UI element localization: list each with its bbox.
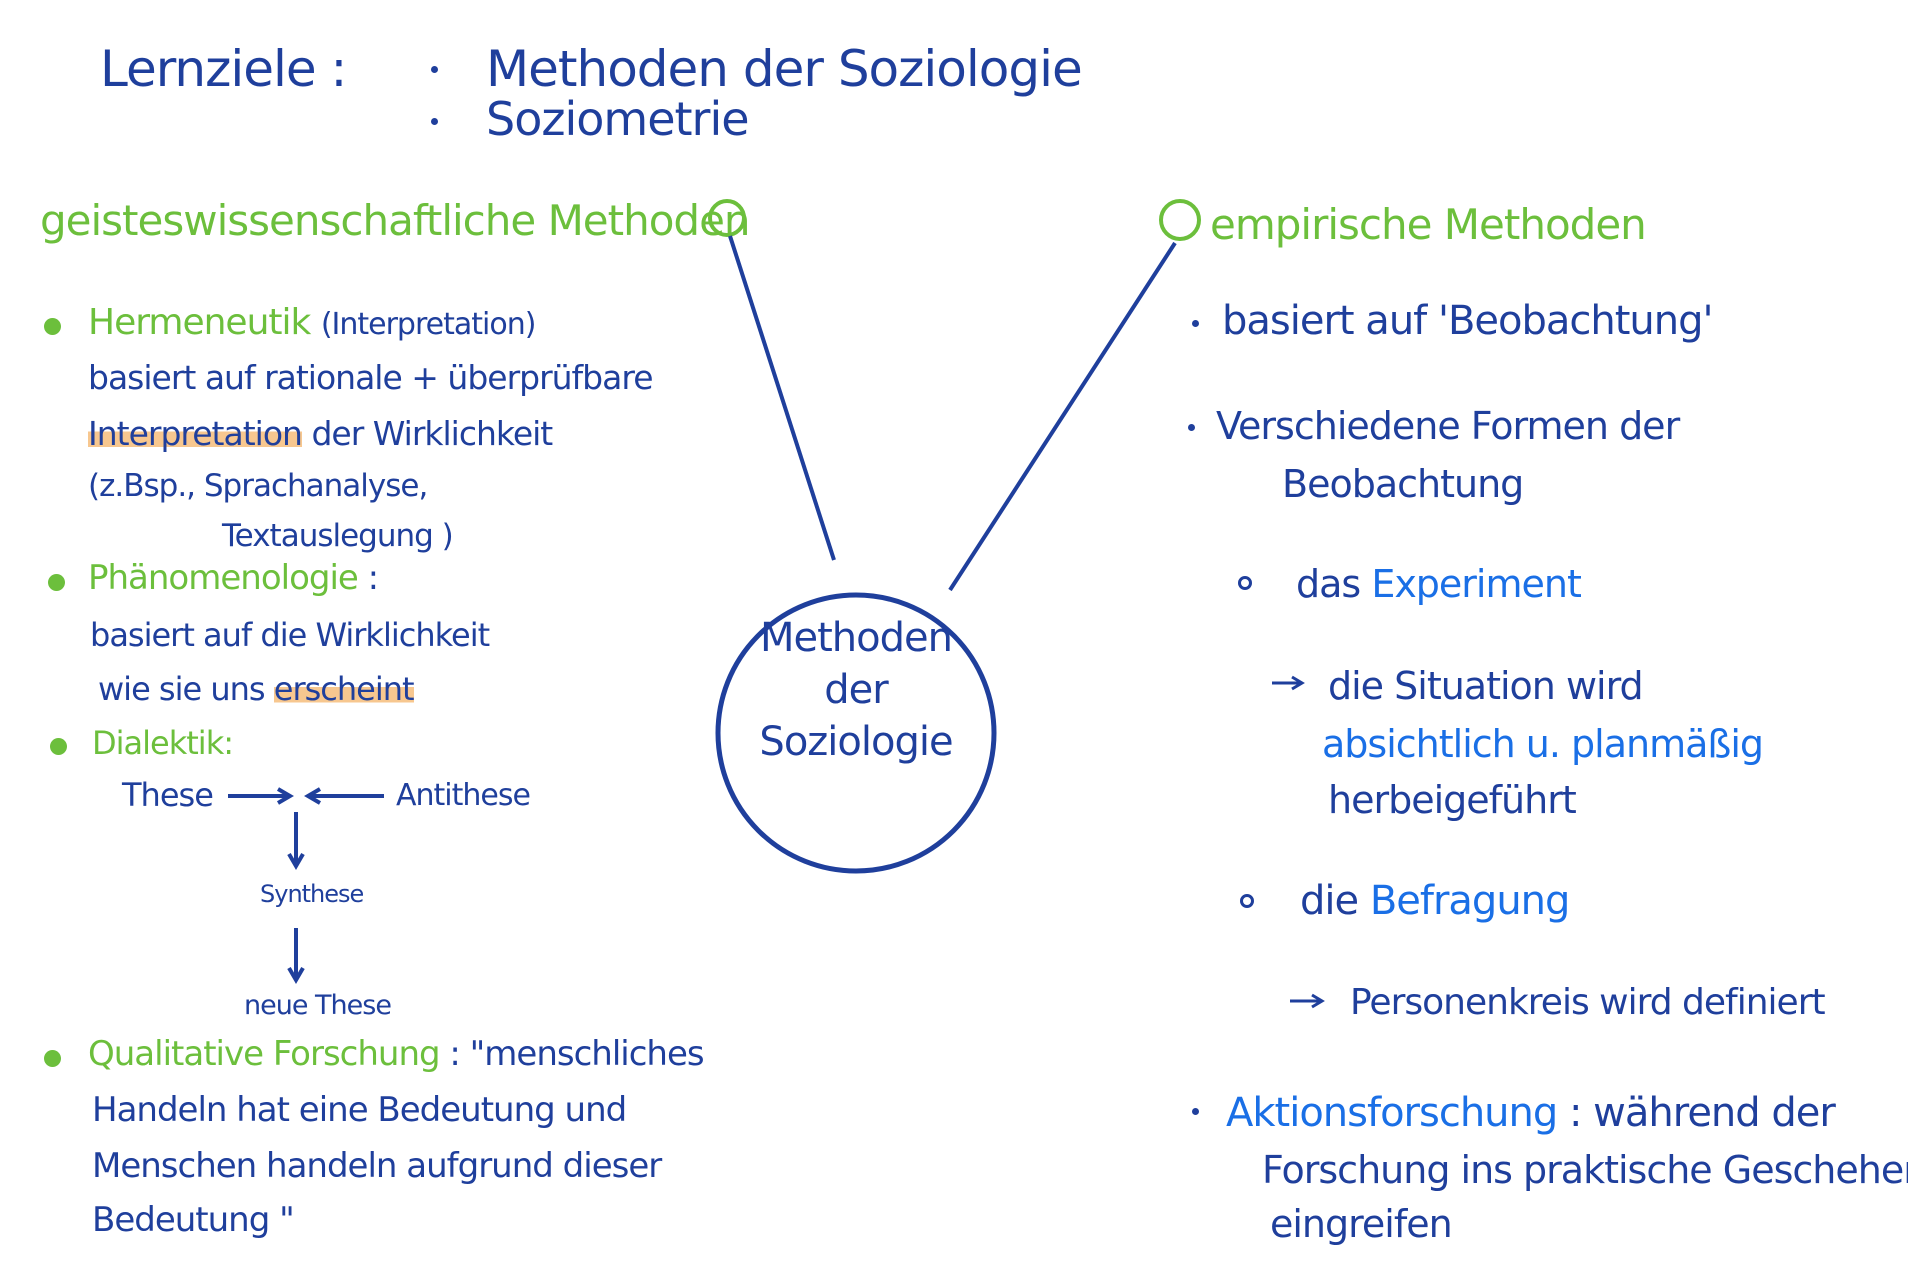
experiment-prefix: das bbox=[1296, 562, 1361, 606]
hermeneutik-line-2-row: Interpretation der Wirklichkeit bbox=[88, 414, 553, 453]
dialektik-these: These bbox=[122, 776, 214, 814]
center-line-2: der bbox=[824, 667, 888, 713]
qualitative-quote-start: : "menschliches bbox=[449, 1034, 704, 1074]
dialektik-neue-these: neue These bbox=[244, 990, 392, 1021]
qualitative-title: Qualitative Forschung bbox=[88, 1034, 441, 1074]
center-label: Methoden der Soziologie bbox=[718, 612, 994, 768]
aktion-rest: : während der bbox=[1568, 1090, 1836, 1136]
hermeneutik-title-row: Hermeneutik (Interpretation) bbox=[88, 302, 537, 343]
qualitative-title-row: Qualitative Forschung : "menschliches bbox=[88, 1034, 705, 1074]
lernziele-bullet-1 bbox=[431, 66, 438, 73]
befragung-term: Befragung bbox=[1369, 878, 1571, 924]
phaenomenologie-line-1: basiert auf die Wirklichkeit bbox=[90, 616, 490, 654]
experiment-term: Experiment bbox=[1371, 562, 1582, 606]
left-node-circle bbox=[708, 199, 746, 237]
center-line-3: Soziologie bbox=[759, 719, 953, 765]
hermeneutik-suffix: (Interpretation) bbox=[320, 307, 537, 342]
hermeneutik-highlight: Interpretation bbox=[88, 414, 303, 453]
qualitative-line-2: Menschen handeln aufgrund dieser bbox=[92, 1146, 662, 1186]
left-heading: geisteswissenschaftliche Methoden bbox=[40, 196, 751, 245]
right-heading: empirische Methoden bbox=[1210, 200, 1647, 249]
phaenomenologie-highlight: erscheint bbox=[273, 670, 415, 708]
hermeneutik-line-1: basiert auf rationale + überprüfbare bbox=[88, 358, 653, 397]
aktion-line-1: Forschung ins praktische Geschehen bbox=[1262, 1148, 1908, 1192]
experiment-last-line: herbeigeführt bbox=[1328, 778, 1577, 822]
right-bullet-1-text: basiert auf 'Beobachtung' bbox=[1222, 298, 1714, 344]
hermeneutik-bullet bbox=[44, 318, 61, 335]
center-circle bbox=[715, 592, 997, 874]
right-bullet-2 bbox=[1188, 424, 1195, 431]
hermeneutik-line-4: Textauslegung ) bbox=[222, 518, 454, 554]
aktion-row: Aktionsforschung : während der bbox=[1226, 1090, 1836, 1136]
dialektik-title: Dialektik: bbox=[92, 724, 234, 762]
center-line-1: Methoden bbox=[760, 615, 953, 661]
befragung-arrow-line: Personenkreis wird definiert bbox=[1350, 982, 1826, 1023]
befragung-bullet bbox=[1240, 894, 1254, 908]
befragung-prefix: die bbox=[1300, 878, 1359, 924]
aktion-bullet bbox=[1192, 1108, 1199, 1115]
experiment-bullet bbox=[1238, 576, 1252, 590]
dialektik-synthese: Synthese bbox=[260, 880, 364, 908]
befragung-row: die Befragung bbox=[1300, 878, 1571, 924]
phaenomenologie-bullet bbox=[48, 574, 65, 591]
dialektik-antithese: Antithese bbox=[396, 778, 531, 813]
right-bullet-2-line-2: Beobachtung bbox=[1282, 462, 1524, 506]
left-connector-line bbox=[728, 235, 836, 561]
qualitative-bullet bbox=[44, 1050, 61, 1067]
dialektik-bullet bbox=[50, 738, 67, 755]
lernziele-bullet-2 bbox=[431, 118, 438, 125]
experiment-arrow-line: die Situation wird bbox=[1328, 664, 1644, 708]
phaenomenologie-suffix: : bbox=[367, 558, 380, 598]
aktion-term: Aktionsforschung bbox=[1226, 1090, 1558, 1136]
qualitative-line-1: Handeln hat eine Bedeutung und bbox=[92, 1090, 627, 1130]
hermeneutik-line-3: (z.Bsp., Sprachanalyse, bbox=[88, 468, 428, 504]
phaenomenologie-title-row: Phänomenologie : bbox=[88, 558, 380, 598]
dialektik-arrows bbox=[228, 787, 384, 984]
aktion-line-2: eingreifen bbox=[1270, 1202, 1453, 1246]
lernziele-item-1: Methoden der Soziologie bbox=[486, 40, 1083, 98]
phaenomenologie-line-2: wie sie uns bbox=[98, 670, 266, 708]
phaenomenologie-title: Phänomenologie bbox=[88, 558, 359, 598]
hermeneutik-title: Hermeneutik bbox=[88, 302, 311, 343]
experiment-row: das Experiment bbox=[1296, 562, 1582, 606]
qualitative-line-3: Bedeutung " bbox=[92, 1200, 295, 1240]
experiment-highlight-line: absichtlich u. planmäßig bbox=[1322, 722, 1764, 766]
right-node-circle bbox=[1159, 199, 1201, 241]
phaenomenologie-line-2-row: wie sie uns erscheint bbox=[98, 670, 415, 708]
lernziele-label: Lernziele : bbox=[100, 40, 347, 98]
right-arrows bbox=[1272, 675, 1325, 1009]
lernziele-item-2: Soziometrie bbox=[486, 92, 750, 146]
right-connector-line bbox=[948, 241, 1177, 592]
hermeneutik-line-2: der Wirklichkeit bbox=[311, 414, 553, 453]
right-bullet-1 bbox=[1192, 320, 1199, 327]
right-bullet-2-line-1: Verschiedene Formen der bbox=[1216, 404, 1680, 448]
